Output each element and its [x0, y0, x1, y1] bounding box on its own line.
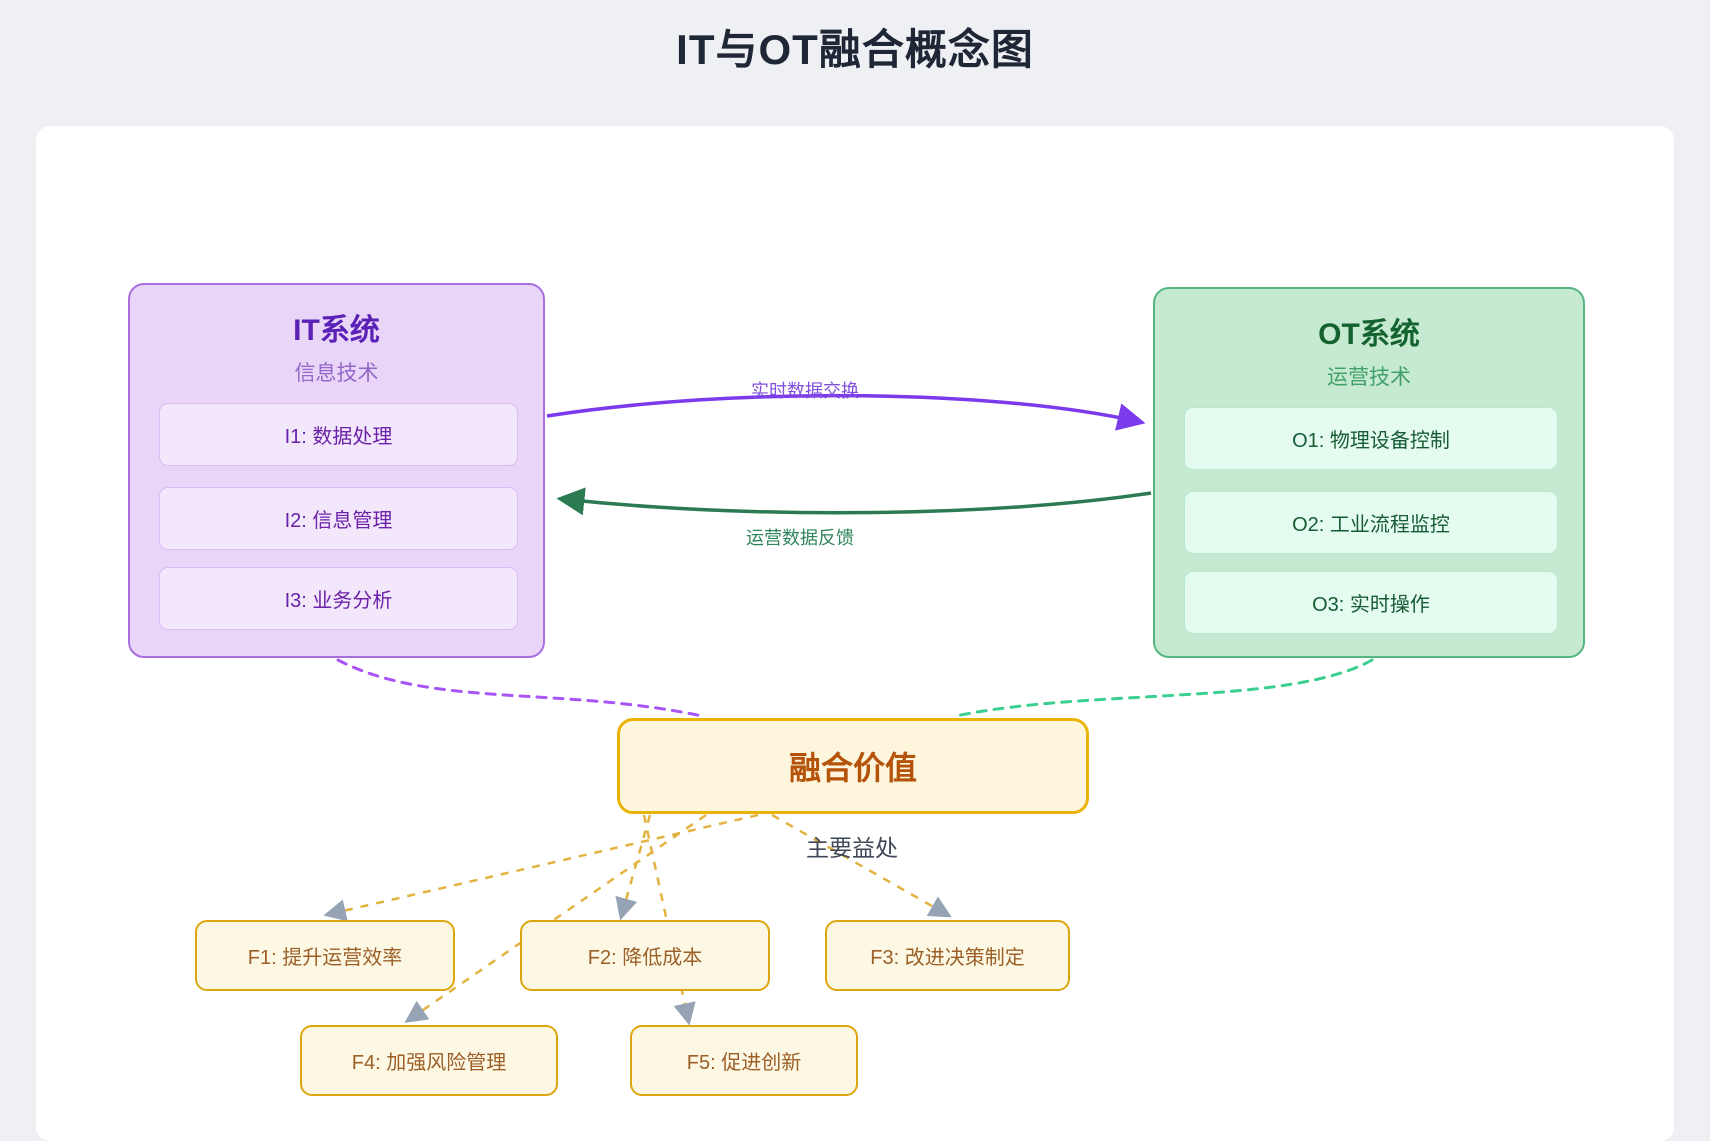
- ot-item-o2: O2: 工业流程监控: [1184, 491, 1558, 554]
- it-item-i3: I3: 业务分析: [159, 567, 518, 630]
- it-item-i2: I2: 信息管理: [159, 487, 518, 550]
- benefit-node-f2: F2: 降低成本: [520, 920, 770, 991]
- ot-item-o3: O3: 实时操作: [1184, 571, 1558, 634]
- fusion-value-node: 融合价值: [617, 718, 1089, 814]
- it-system-title: IT系统: [293, 314, 380, 347]
- benefit-node-f3: F3: 改进决策制定: [825, 920, 1070, 991]
- ot-system-node: OT系统 运营技术 O1: 物理设备控制 O2: 工业流程监控 O3: 实时操作: [1153, 287, 1585, 658]
- edge-label-main-benefits: 主要益处: [806, 835, 898, 861]
- ot-system-subtitle: 运营技术: [1327, 366, 1411, 389]
- page-title: IT与OT融合概念图: [676, 26, 1034, 73]
- benefit-node-f1: F1: 提升运营效率: [195, 920, 455, 991]
- it-system-subtitle: 信息技术: [294, 362, 379, 385]
- edge-label-operational-feedback: 运营数据反馈: [746, 528, 854, 548]
- benefit-node-f4: F4: 加强风险管理: [300, 1025, 558, 1096]
- it-item-i1: I1: 数据处理: [159, 403, 518, 466]
- ot-item-o1: O1: 物理设备控制: [1184, 407, 1558, 470]
- ot-system-title: OT系统: [1318, 318, 1420, 351]
- edge-label-realtime-data-exchange: 实时数据交换: [751, 381, 859, 401]
- it-system-node: IT系统 信息技术 I1: 数据处理 I2: 信息管理 I3: 业务分析: [128, 283, 545, 658]
- benefit-node-f5: F5: 促进创新: [630, 1025, 858, 1096]
